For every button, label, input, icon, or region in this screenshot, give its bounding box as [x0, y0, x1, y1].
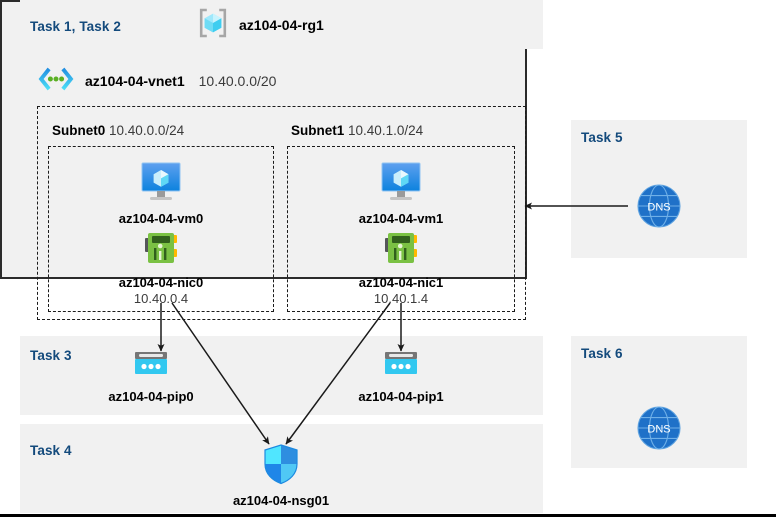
vm0-name: az104-04-vm0: [118, 211, 204, 226]
nic0-node[interactable]: az104-04-nic0 10.40.0.4: [86, 229, 236, 308]
task-label-5: Task 5: [581, 130, 623, 145]
dns-zone-title: DNS zone: [571, 383, 776, 398]
virtual-network-cidr: 10.40.0.0/20: [198, 73, 277, 89]
nic0-name: az104-04-nic0: [118, 275, 204, 290]
vm0-node[interactable]: az104-04-vm0: [86, 161, 236, 227]
task-label-3: Task 3: [30, 348, 72, 363]
dns-icon-label: DNS: [647, 201, 670, 213]
pip1-name: az104-04-pip1: [358, 389, 444, 404]
dns-zone-node[interactable]: DNS: [631, 405, 687, 456]
pip1-node[interactable]: az104-04-pip1: [326, 349, 476, 405]
private-dns-zone-name: contoso.org: [571, 229, 776, 245]
network-interface-icon: [326, 229, 476, 272]
subnet0-name: Subnet0: [52, 123, 106, 138]
dns-zone-icon: DNS: [637, 406, 681, 450]
private-dns-zone-node[interactable]: DNS: [631, 183, 687, 234]
nsg-name: az104-04-nsg01: [232, 493, 330, 508]
task-label-6: Task 6: [581, 346, 623, 361]
nic0-ip: 10.40.0.4: [133, 291, 189, 307]
resource-group-band: [20, 0, 543, 49]
resource-group-name: az104-04-rg1: [239, 17, 324, 33]
subnets-wrapper: [37, 106, 526, 320]
dns-zone-icon: DNS: [637, 184, 681, 228]
subnet1-label: Subnet1 10.40.1.0/24: [291, 123, 423, 138]
task-label-1-2: Task 1, Task 2: [30, 19, 121, 34]
nic1-node[interactable]: az104-04-nic1 10.40.1.4: [326, 229, 476, 308]
private-dns-zone-title: Private DNS zone: [571, 161, 776, 176]
subnet0-cidr: 10.40.0.0/24: [109, 123, 185, 138]
network-interface-icon: [86, 229, 236, 272]
pip0-name: az104-04-pip0: [108, 389, 194, 404]
vm1-name: az104-04-vm1: [358, 211, 444, 226]
nsg-node[interactable]: az104-04-nsg01: [206, 443, 356, 509]
nic1-name: az104-04-nic1: [358, 275, 444, 290]
task3-panel: [20, 336, 543, 415]
subnet1-name: Subnet1: [291, 123, 345, 138]
virtual-network-name: az104-04-vnet1: [85, 73, 185, 89]
pip0-node[interactable]: az104-04-pip0: [76, 349, 226, 405]
public-ip-address-icon: [76, 349, 226, 386]
virtual-machine-icon: [86, 161, 236, 208]
subnet0-label: Subnet0 10.40.0.0/24: [52, 123, 184, 138]
virtual-machine-icon: [326, 161, 476, 208]
task-label-4: Task 4: [30, 443, 72, 458]
network-security-group-icon: [206, 443, 356, 490]
public-ip-address-icon: [326, 349, 476, 386]
dns-icon-label: DNS: [647, 423, 670, 435]
subnet1-cidr: 10.40.1.0/24: [348, 123, 424, 138]
resource-group-node[interactable]: az104-04-rg1: [196, 7, 324, 43]
vm1-node[interactable]: az104-04-vm1: [326, 161, 476, 227]
virtual-network-icon: [36, 66, 76, 97]
virtual-network-node[interactable]: az104-04-vnet1 10.40.0.0/20: [36, 66, 277, 97]
nic1-ip: 10.40.1.4: [373, 291, 429, 307]
resource-group-icon: [196, 6, 230, 45]
